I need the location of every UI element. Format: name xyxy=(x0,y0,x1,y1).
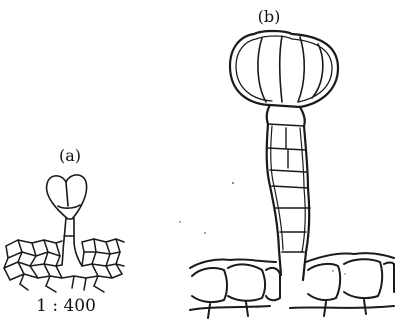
panel-a-label: (a) xyxy=(59,146,81,165)
panel-a-scale: 1 : 400 xyxy=(36,296,96,316)
panel-b: (b) xyxy=(179,7,394,318)
panel-a-hair xyxy=(47,175,87,266)
panel-b-hair xyxy=(230,31,338,280)
panel-b-epidermis xyxy=(190,253,394,318)
panel-a: (a) xyxy=(4,146,124,316)
panel-b-label: (b) xyxy=(258,7,281,26)
